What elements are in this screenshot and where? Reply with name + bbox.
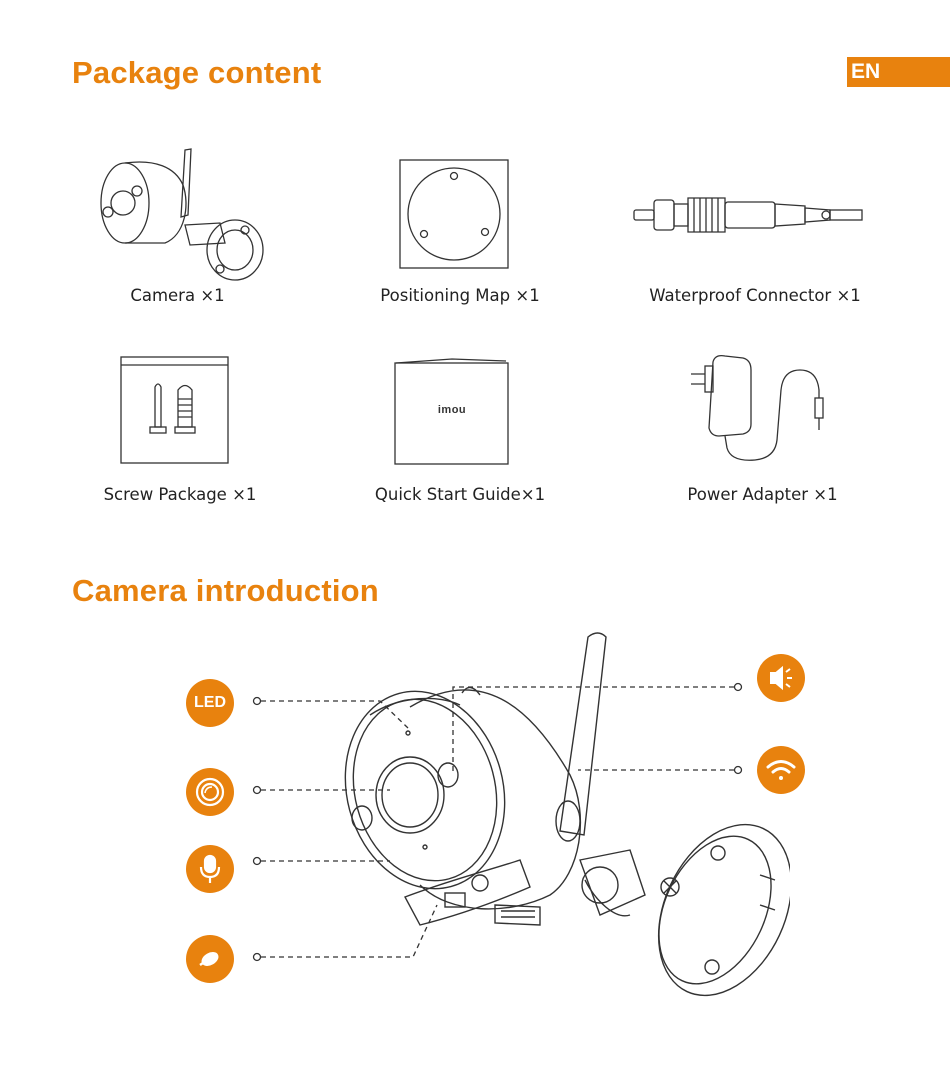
camera-diagram	[330, 625, 790, 1025]
camera-image	[95, 145, 270, 285]
waterproof-connector-image	[630, 190, 865, 240]
speaker-icon	[757, 654, 805, 702]
power-adapter-image	[685, 350, 845, 470]
language-tab: EN	[847, 57, 950, 87]
wifi-icon	[757, 746, 805, 794]
power-adapter-label: Power Adapter ×1	[670, 485, 855, 504]
camera-label: Camera ×1	[100, 286, 255, 305]
positioning-map-image	[399, 159, 510, 271]
package-content-title: Package content	[72, 55, 321, 91]
screw-package-label: Screw Package ×1	[95, 485, 265, 504]
led-icon-label: LED	[194, 694, 226, 712]
positioning-map-label: Positioning Map ×1	[360, 286, 560, 305]
reset-icon	[186, 935, 234, 983]
screw-package-image	[120, 355, 230, 467]
led-icon: LED	[186, 679, 234, 727]
quick-start-guide-label: Quick Start Guide×1	[360, 485, 560, 504]
waterproof-connector-label: Waterproof Connector ×1	[630, 286, 880, 305]
guide-logo: imou	[432, 404, 472, 416]
lens-icon	[186, 768, 234, 816]
microphone-icon	[186, 845, 234, 893]
camera-introduction-title: Camera introduction	[72, 573, 379, 609]
